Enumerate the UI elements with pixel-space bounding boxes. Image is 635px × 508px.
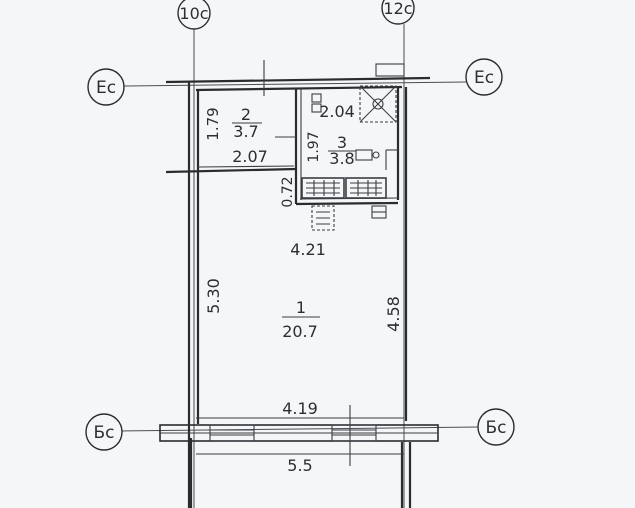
axis-lines (120, 24, 479, 508)
dim-room1-right-height: 4.58 (384, 296, 403, 332)
bathroom-fixtures (311, 85, 397, 161)
dimension-labels: 1.79 2.07 2.04 1.97 0.72 4.21 5.30 4.58 … (204, 102, 403, 475)
kitchen-equipment (301, 177, 387, 231)
dim-axis-span: 5.5 (287, 456, 312, 475)
dim-room1-left-height: 5.30 (204, 278, 223, 314)
axis-label-bc-left: Бc (93, 423, 114, 443)
room-2-number: 2 (241, 105, 251, 124)
room-3-label: 3 3.8 (328, 133, 356, 168)
room-3-area: 3.8 (329, 149, 354, 168)
dimension-ticks (196, 60, 404, 466)
dim-room2-width: 2.07 (232, 147, 268, 166)
dim-room2-height: 1.79 (204, 107, 222, 140)
room-2-area: 3.7 (233, 122, 258, 141)
axis-label-ec-left: Ec (96, 78, 116, 98)
room-3-number: 3 (337, 133, 347, 152)
exterior-walls (165, 63, 431, 508)
dim-room3-width: 2.04 (319, 102, 355, 121)
axis-marker-ec-right: Ec (465, 58, 503, 96)
dim-window-wall-width: 4.19 (282, 399, 318, 418)
axis-marker-bc-right: Бc (477, 408, 515, 446)
axis-label-bc-right: Бc (485, 418, 506, 438)
axis-marker-10c: 10c (177, 0, 211, 30)
axis-label-12c: 12c (383, 0, 412, 18)
room-1-number: 1 (296, 298, 306, 317)
room-1-area: 20.7 (282, 322, 318, 341)
facade-wall (159, 424, 439, 442)
dim-room3-height: 1.97 (306, 131, 322, 162)
room-2-label: 2 3.7 (232, 105, 262, 141)
room-1-label: 1 20.7 (282, 298, 320, 341)
axis-marker-12c: 12c (381, 0, 415, 25)
axis-marker-ec-left: Ec (87, 68, 125, 106)
axis-label-10c: 10c (179, 4, 208, 23)
dim-passage: 0.72 (280, 176, 296, 207)
axis-label-ec-right: Ec (474, 68, 494, 88)
dim-room1-top-width: 4.21 (290, 240, 326, 259)
axis-marker-bc-left: Бc (85, 413, 123, 451)
